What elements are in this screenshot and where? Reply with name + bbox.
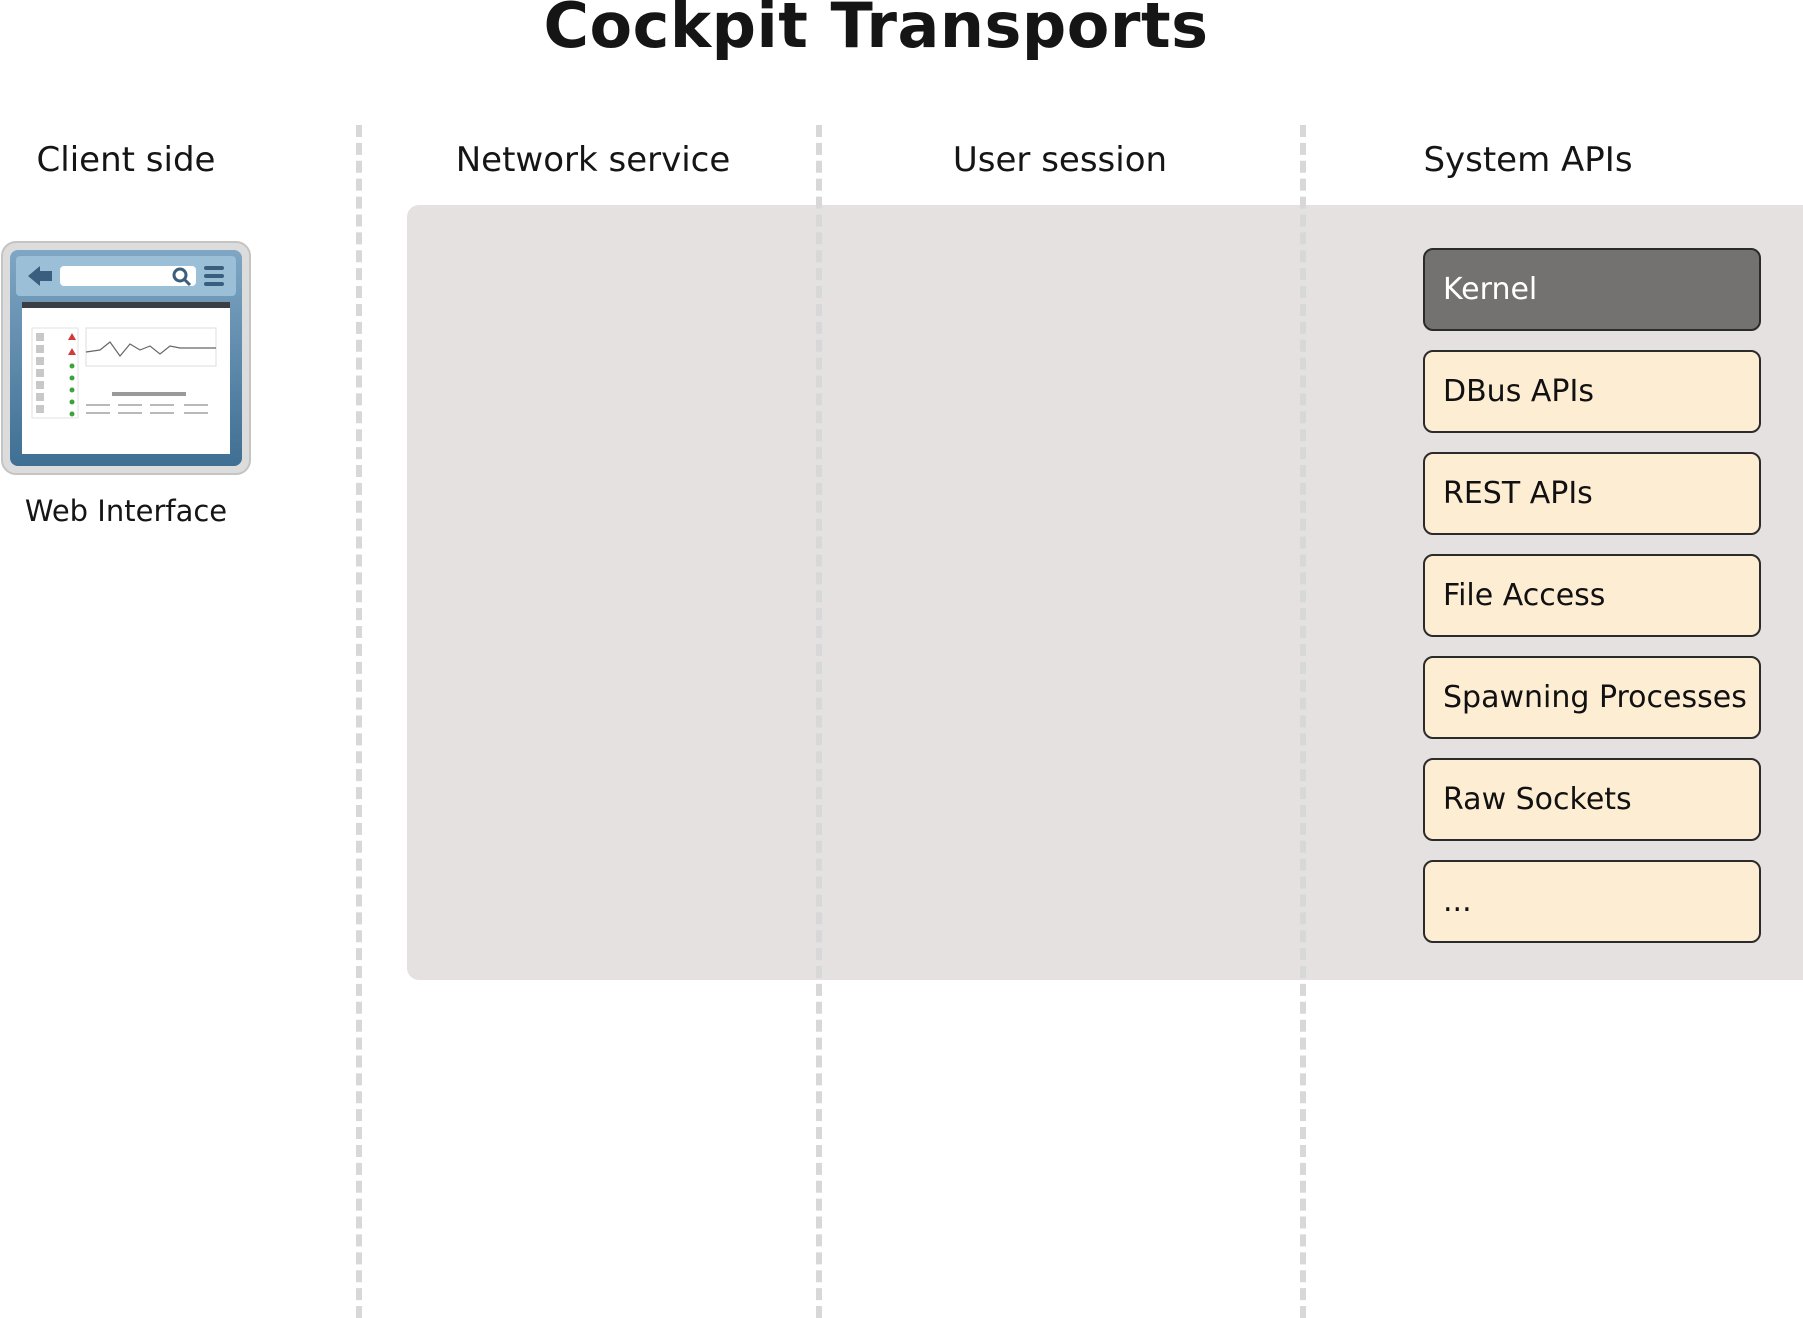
browser-window-icon (0, 240, 252, 476)
rest-apis-box: REST APIs (1423, 452, 1761, 535)
column-header-system: System APIs (1423, 140, 1633, 180)
web-interface-label: Web Interface (24, 494, 228, 528)
rest-apis-label: REST APIs (1443, 476, 1593, 511)
spawning-processes-label: Spawning Processes (1443, 680, 1747, 715)
dbus-apis-label: DBus APIs (1443, 374, 1594, 409)
raw-sockets-label: Raw Sockets (1443, 782, 1632, 817)
column-divider-1 (356, 125, 362, 1318)
file-access-label: File Access (1443, 578, 1606, 613)
more-apis-box: ... (1423, 860, 1761, 943)
column-header-network: Network service (455, 140, 731, 180)
kernel-box: Kernel (1423, 248, 1761, 331)
dbus-apis-box: DBus APIs (1423, 350, 1761, 433)
column-divider-3 (1300, 125, 1306, 1318)
column-header-session: User session (952, 140, 1168, 180)
raw-sockets-box: Raw Sockets (1423, 758, 1761, 841)
column-divider-2 (816, 125, 822, 1318)
kernel-label: Kernel (1443, 272, 1538, 307)
spawning-processes-box: Spawning Processes (1423, 656, 1761, 739)
column-header-client: Client side (36, 140, 216, 180)
file-access-box: File Access (1423, 554, 1761, 637)
diagram-title: Cockpit Transports (543, 0, 1209, 62)
more-apis-label: ... (1443, 884, 1472, 919)
